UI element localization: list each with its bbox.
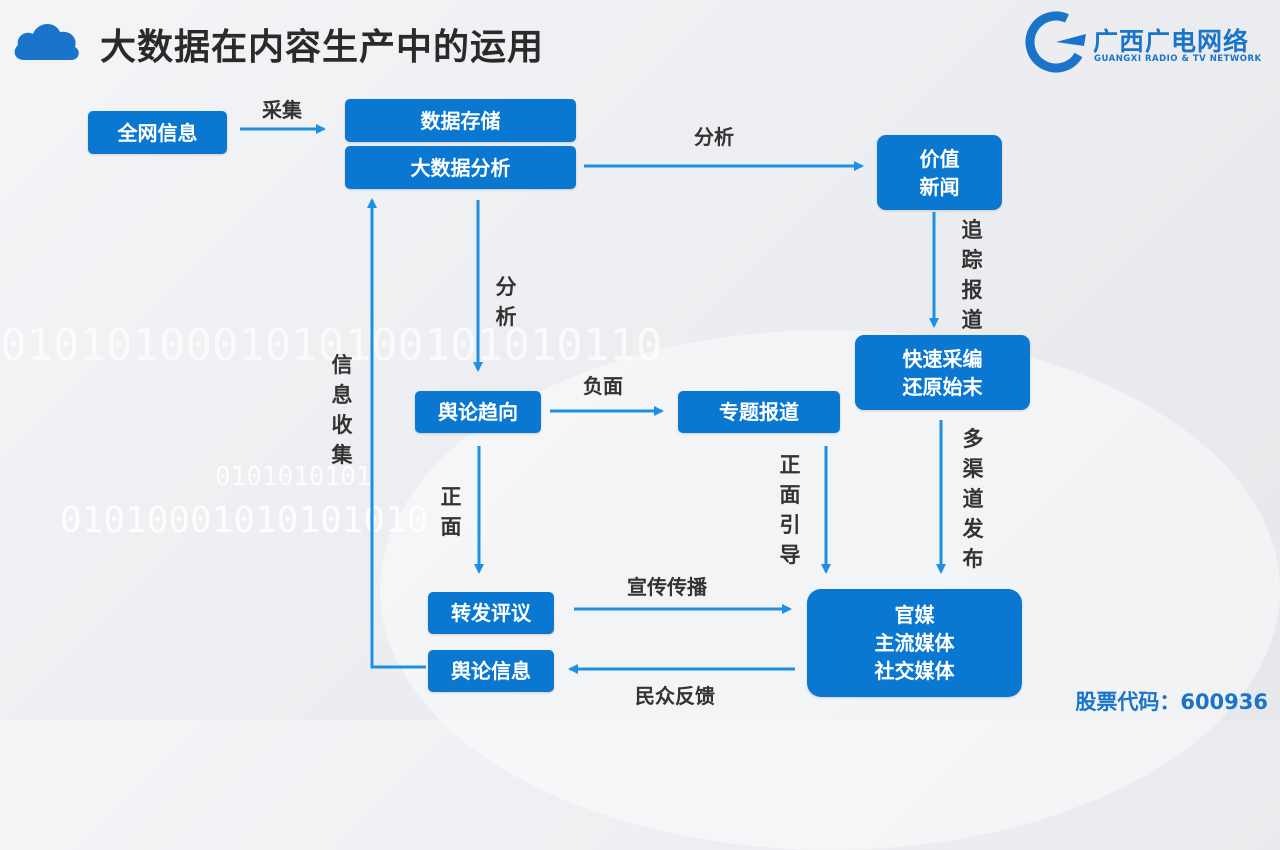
node-opinion-trend: 舆论趋向	[415, 391, 541, 433]
label-positive: 正面	[440, 485, 462, 539]
node-storage: 数据存储	[345, 99, 576, 142]
arrow-info-collect	[367, 198, 426, 669]
label-analyze-right: 分析	[694, 125, 734, 149]
label-collect: 采集	[262, 98, 302, 122]
logo-mark	[1025, 11, 1087, 73]
label-track: 追踪报道	[961, 218, 983, 332]
logo-text-en: GUANGXI RADIO & TV NETWORK	[1094, 54, 1262, 64]
node-repost: 转发评议	[428, 592, 554, 634]
label-positive-guide: 正面引导	[779, 453, 801, 567]
node-special-report: 专题报道	[678, 391, 840, 433]
page-title: 大数据在内容生产中的运用	[100, 27, 545, 68]
node-fast-edit: 快速采编 还原始末	[855, 335, 1030, 410]
label-feedback: 民众反馈	[635, 684, 715, 708]
label-info-collect: 信息收集	[331, 353, 353, 467]
flow-arrows	[240, 124, 946, 674]
node-media: 官媒 主流媒体 社交媒体	[807, 589, 1022, 697]
node-quanwang: 全网信息	[88, 111, 227, 154]
label-multi-channel: 多渠道发布	[962, 427, 984, 571]
label-propagate: 宣传传播	[627, 575, 707, 599]
label-analyze-down: 分析	[495, 275, 517, 329]
stock-code: 股票代码：600936	[1075, 690, 1268, 714]
label-negative: 负面	[583, 374, 623, 398]
cloud-icon	[14, 23, 79, 60]
logo-text-cn: 广西广电网络	[1093, 27, 1250, 56]
node-opinion-info: 舆论信息	[428, 650, 554, 692]
node-analysis: 大数据分析	[345, 146, 576, 189]
node-value-news: 价值 新闻	[877, 135, 1002, 210]
